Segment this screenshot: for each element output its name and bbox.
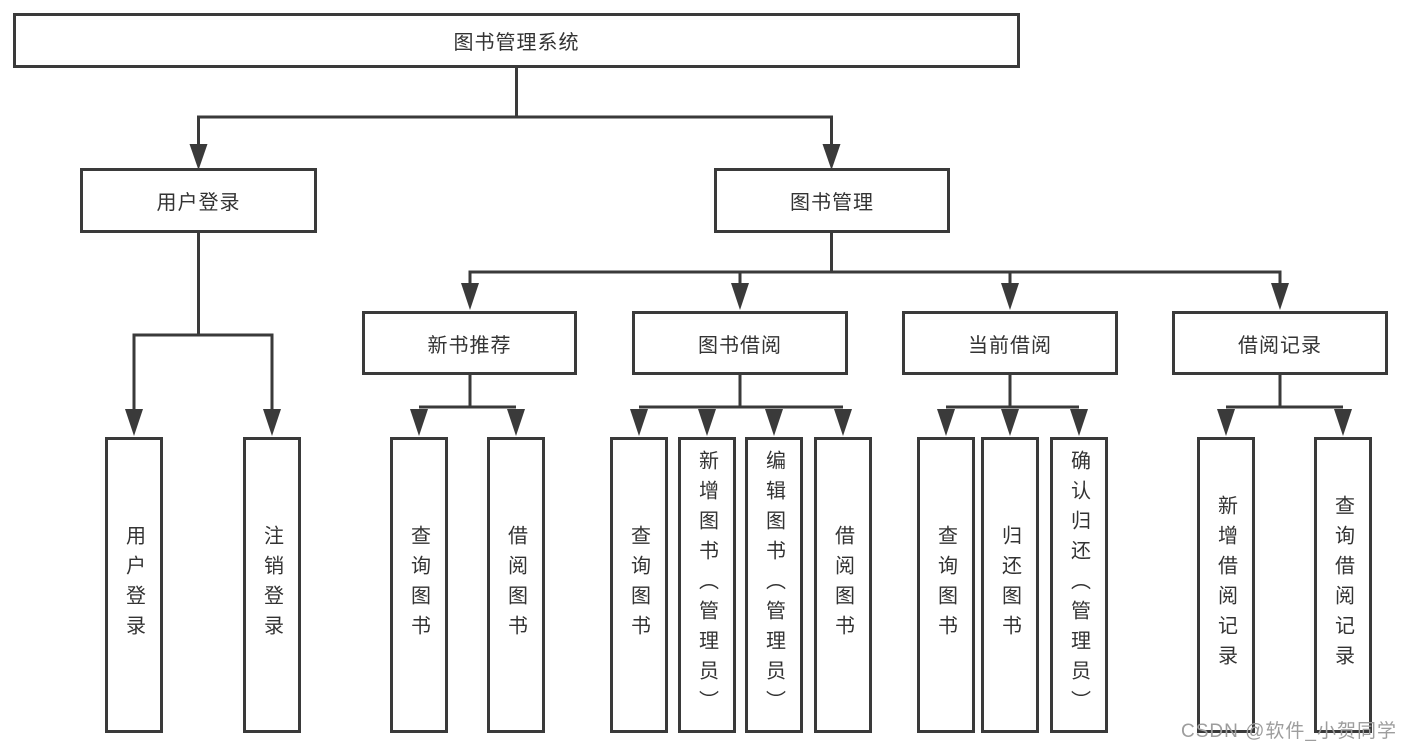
node-new-book-recommendation: 新书推荐 xyxy=(362,311,577,375)
leaf-return-books: 归还图书 xyxy=(981,437,1039,733)
leaf-edit-books-admin: 编辑图书（管理员） xyxy=(745,437,803,733)
node-user-login: 用户登录 xyxy=(80,168,317,233)
node-current-borrowing: 当前借阅 xyxy=(902,311,1118,375)
node-label: 借阅图书 xyxy=(831,525,854,645)
leaf-query-books-current: 查询图书 xyxy=(917,437,975,733)
node-label: 新增借阅记录 xyxy=(1214,495,1237,675)
node-label: 编辑图书（管理员） xyxy=(762,450,785,720)
node-label: 新书推荐 xyxy=(427,334,512,357)
node-label: 图书借阅 xyxy=(698,334,782,357)
node-label: 注销登录 xyxy=(260,525,283,645)
node-label: 用户登录 xyxy=(156,192,241,214)
leaf-add-borrowing-record: 新增借阅记录 xyxy=(1197,437,1255,733)
node-label: 查询图书 xyxy=(627,525,650,645)
leaf-confirm-return-admin: 确认归还（管理员） xyxy=(1050,437,1108,733)
node-label: 确认归还（管理员） xyxy=(1067,450,1090,720)
leaf-user-login: 用户登录 xyxy=(105,437,163,733)
node-book-management: 图书管理 xyxy=(714,168,950,233)
node-label: 查询图书 xyxy=(934,525,957,645)
leaf-borrow-books-recommend: 借阅图书 xyxy=(487,437,545,733)
node-label: 查询借阅记录 xyxy=(1331,495,1354,675)
watermark: CSDN @软件_小贺同学 xyxy=(1181,721,1397,742)
node-label: 当前借阅 xyxy=(968,334,1052,357)
node-label: 查询图书 xyxy=(407,525,430,645)
leaf-add-books-admin: 新增图书（管理员） xyxy=(678,437,736,733)
node-label: 图书管理 xyxy=(790,192,874,214)
leaf-query-borrowing-record: 查询借阅记录 xyxy=(1314,437,1372,733)
node-label: 图书管理系统 xyxy=(453,32,580,54)
leaf-borrow-books: 借阅图书 xyxy=(814,437,872,733)
leaf-query-books-borrow: 查询图书 xyxy=(610,437,668,733)
node-book-borrowing: 图书借阅 xyxy=(632,311,848,375)
node-label: 归还图书 xyxy=(998,525,1021,645)
node-label: 用户登录 xyxy=(122,525,145,645)
node-label: 借阅图书 xyxy=(504,525,527,645)
leaf-logout: 注销登录 xyxy=(243,437,301,733)
node-borrowing-records: 借阅记录 xyxy=(1172,311,1388,375)
node-label: 借阅记录 xyxy=(1238,334,1322,357)
node-library-management-system: 图书管理系统 xyxy=(13,13,1020,68)
node-label: 新增图书（管理员） xyxy=(695,450,718,720)
leaf-query-books-recommend: 查询图书 xyxy=(390,437,448,733)
